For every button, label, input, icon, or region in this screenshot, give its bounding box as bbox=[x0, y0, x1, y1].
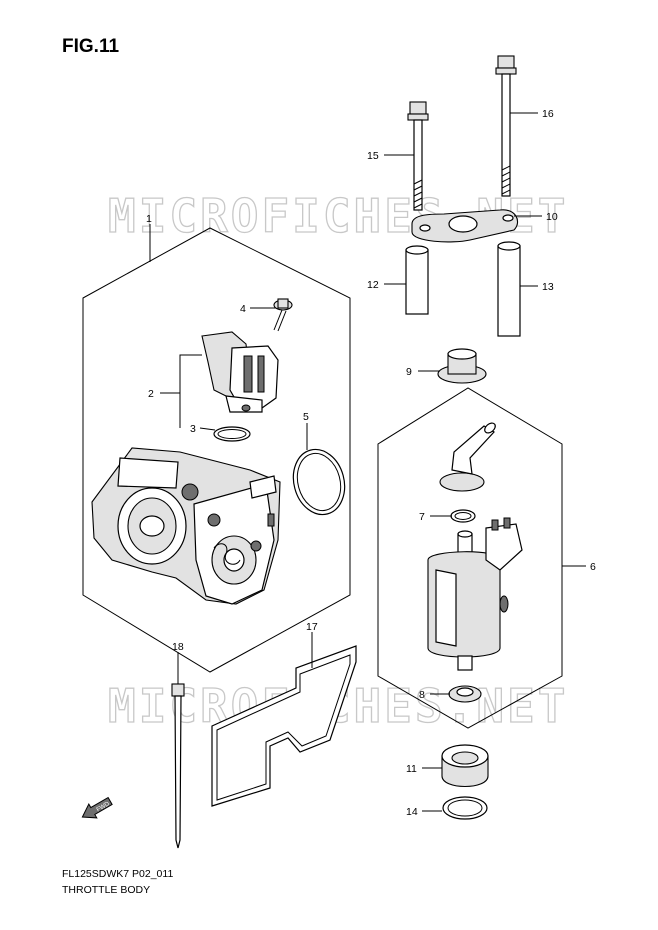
part-13-collar bbox=[497, 241, 521, 337]
callout-3: 3 bbox=[190, 423, 196, 435]
callout-13: 13 bbox=[542, 281, 554, 293]
part-18-cable-tie bbox=[171, 683, 185, 849]
callout-7: 7 bbox=[419, 511, 425, 523]
assembly-box-6 bbox=[377, 387, 563, 729]
part-5-o-ring bbox=[292, 448, 346, 516]
callout-10: 10 bbox=[546, 211, 558, 223]
callout-12: 12 bbox=[367, 279, 379, 291]
part-11-cushion bbox=[441, 744, 489, 787]
figure-title: FIG.11 bbox=[62, 36, 120, 57]
part-9-grommet bbox=[437, 348, 487, 384]
callout-16: 16 bbox=[542, 108, 554, 120]
part-14-o-ring bbox=[442, 796, 488, 820]
assembly-box-1 bbox=[82, 227, 351, 673]
part-4-screw bbox=[273, 298, 293, 332]
fuel-injector bbox=[427, 517, 523, 671]
part-15-bolt bbox=[407, 101, 429, 211]
part-2-sensor bbox=[201, 331, 279, 413]
part-16-bolt bbox=[495, 55, 517, 197]
callout-14: 14 bbox=[406, 806, 418, 818]
leader-lines bbox=[149, 112, 586, 812]
diagram-code: FL125SDWK7 P02_011 bbox=[62, 868, 174, 880]
callout-17: 17 bbox=[306, 621, 318, 633]
fuel-pipe-elbow bbox=[439, 422, 496, 492]
callout-11: 11 bbox=[406, 763, 417, 775]
callout-5: 5 bbox=[303, 411, 309, 423]
callout-1: 1 bbox=[146, 213, 152, 225]
part-10-plate bbox=[411, 209, 518, 243]
part-8-seal bbox=[448, 685, 482, 703]
callout-2: 2 bbox=[148, 388, 154, 400]
callout-8: 8 bbox=[419, 689, 425, 701]
part-17-gasket bbox=[211, 645, 357, 807]
callout-18: 18 bbox=[172, 641, 184, 653]
diagram-name: THROTTLE BODY bbox=[62, 884, 151, 896]
part-12-collar bbox=[405, 245, 429, 315]
callout-6: 6 bbox=[590, 561, 596, 573]
callout-9: 9 bbox=[406, 366, 412, 378]
throttle-body bbox=[91, 447, 281, 605]
forward-arrow-icon: FWD bbox=[81, 796, 113, 819]
callout-15: 15 bbox=[367, 150, 379, 162]
callout-4: 4 bbox=[240, 303, 246, 315]
